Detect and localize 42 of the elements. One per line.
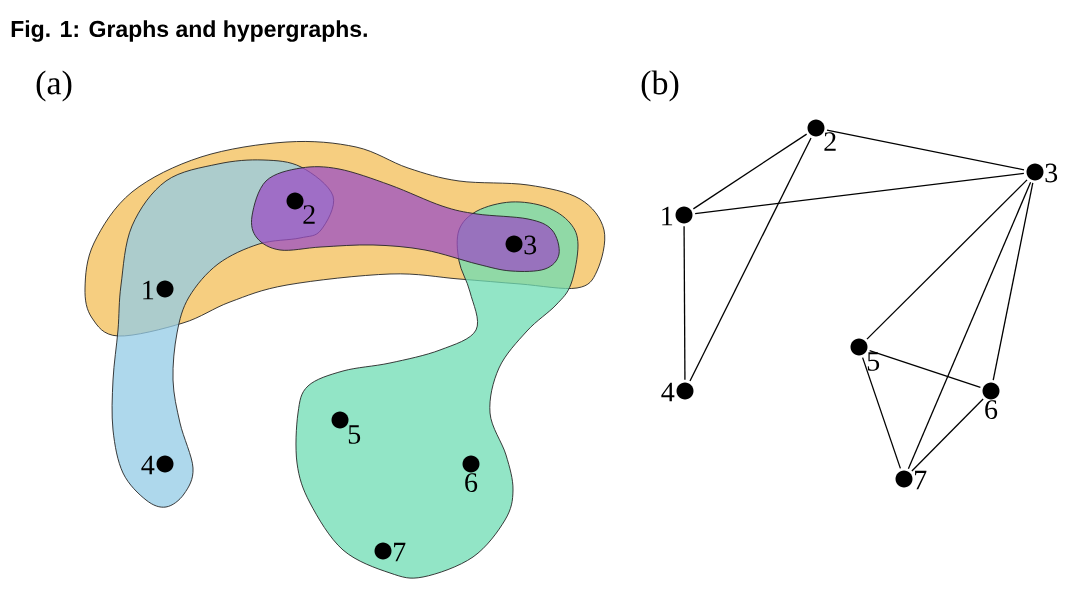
panel-label: (b) [641, 70, 679, 102]
vertex-dot [676, 382, 694, 400]
vertex-dot [156, 280, 174, 298]
vertex-dot [850, 338, 868, 356]
vertex-label: 2 [824, 132, 836, 151]
vertex-label: 7 [915, 470, 927, 490]
vertex-label: 7 [394, 542, 406, 562]
graph-edge [683, 225, 686, 381]
graph-edge [866, 179, 1028, 340]
vertex-label: 3 [1045, 163, 1058, 183]
vertex-dot [462, 455, 480, 473]
graph-edge [861, 356, 902, 470]
vertex-label: 4 [141, 455, 155, 475]
vertex-dot [374, 542, 392, 560]
vertex-label: 6 [465, 473, 478, 492]
graph-edge [826, 129, 1025, 171]
vertex-dot [675, 206, 693, 224]
vertex-dot [1026, 163, 1044, 181]
graph-edge [689, 137, 812, 382]
vertex-dot [505, 235, 523, 253]
graph-edge [692, 133, 808, 210]
vertex-label: 2 [303, 205, 315, 224]
panel-label: (a) [36, 70, 72, 102]
graph-edge [869, 349, 982, 389]
graph-edge [694, 172, 1025, 215]
vertex-label: 1 [143, 280, 154, 300]
vertex-label: 3 [524, 235, 537, 255]
vertex-label: 5 [348, 425, 361, 444]
vertex-dot [156, 455, 174, 473]
vertex-label: 6 [985, 400, 998, 419]
graph-edge [911, 398, 984, 472]
vertex-label: 4 [661, 382, 675, 402]
figure-title: Fig. 1: Graphs and hypergraphs. [11, 20, 367, 42]
vertex-dot [807, 119, 825, 137]
vertex-dot [331, 411, 349, 429]
graph-edge [992, 182, 1034, 381]
graph-edge [907, 181, 1032, 470]
vertex-dot [895, 470, 913, 488]
vertex-label: 5 [867, 352, 880, 371]
vertex-dot [982, 382, 1000, 400]
vertex-label: 1 [662, 206, 673, 226]
vertex-dot [286, 192, 304, 210]
